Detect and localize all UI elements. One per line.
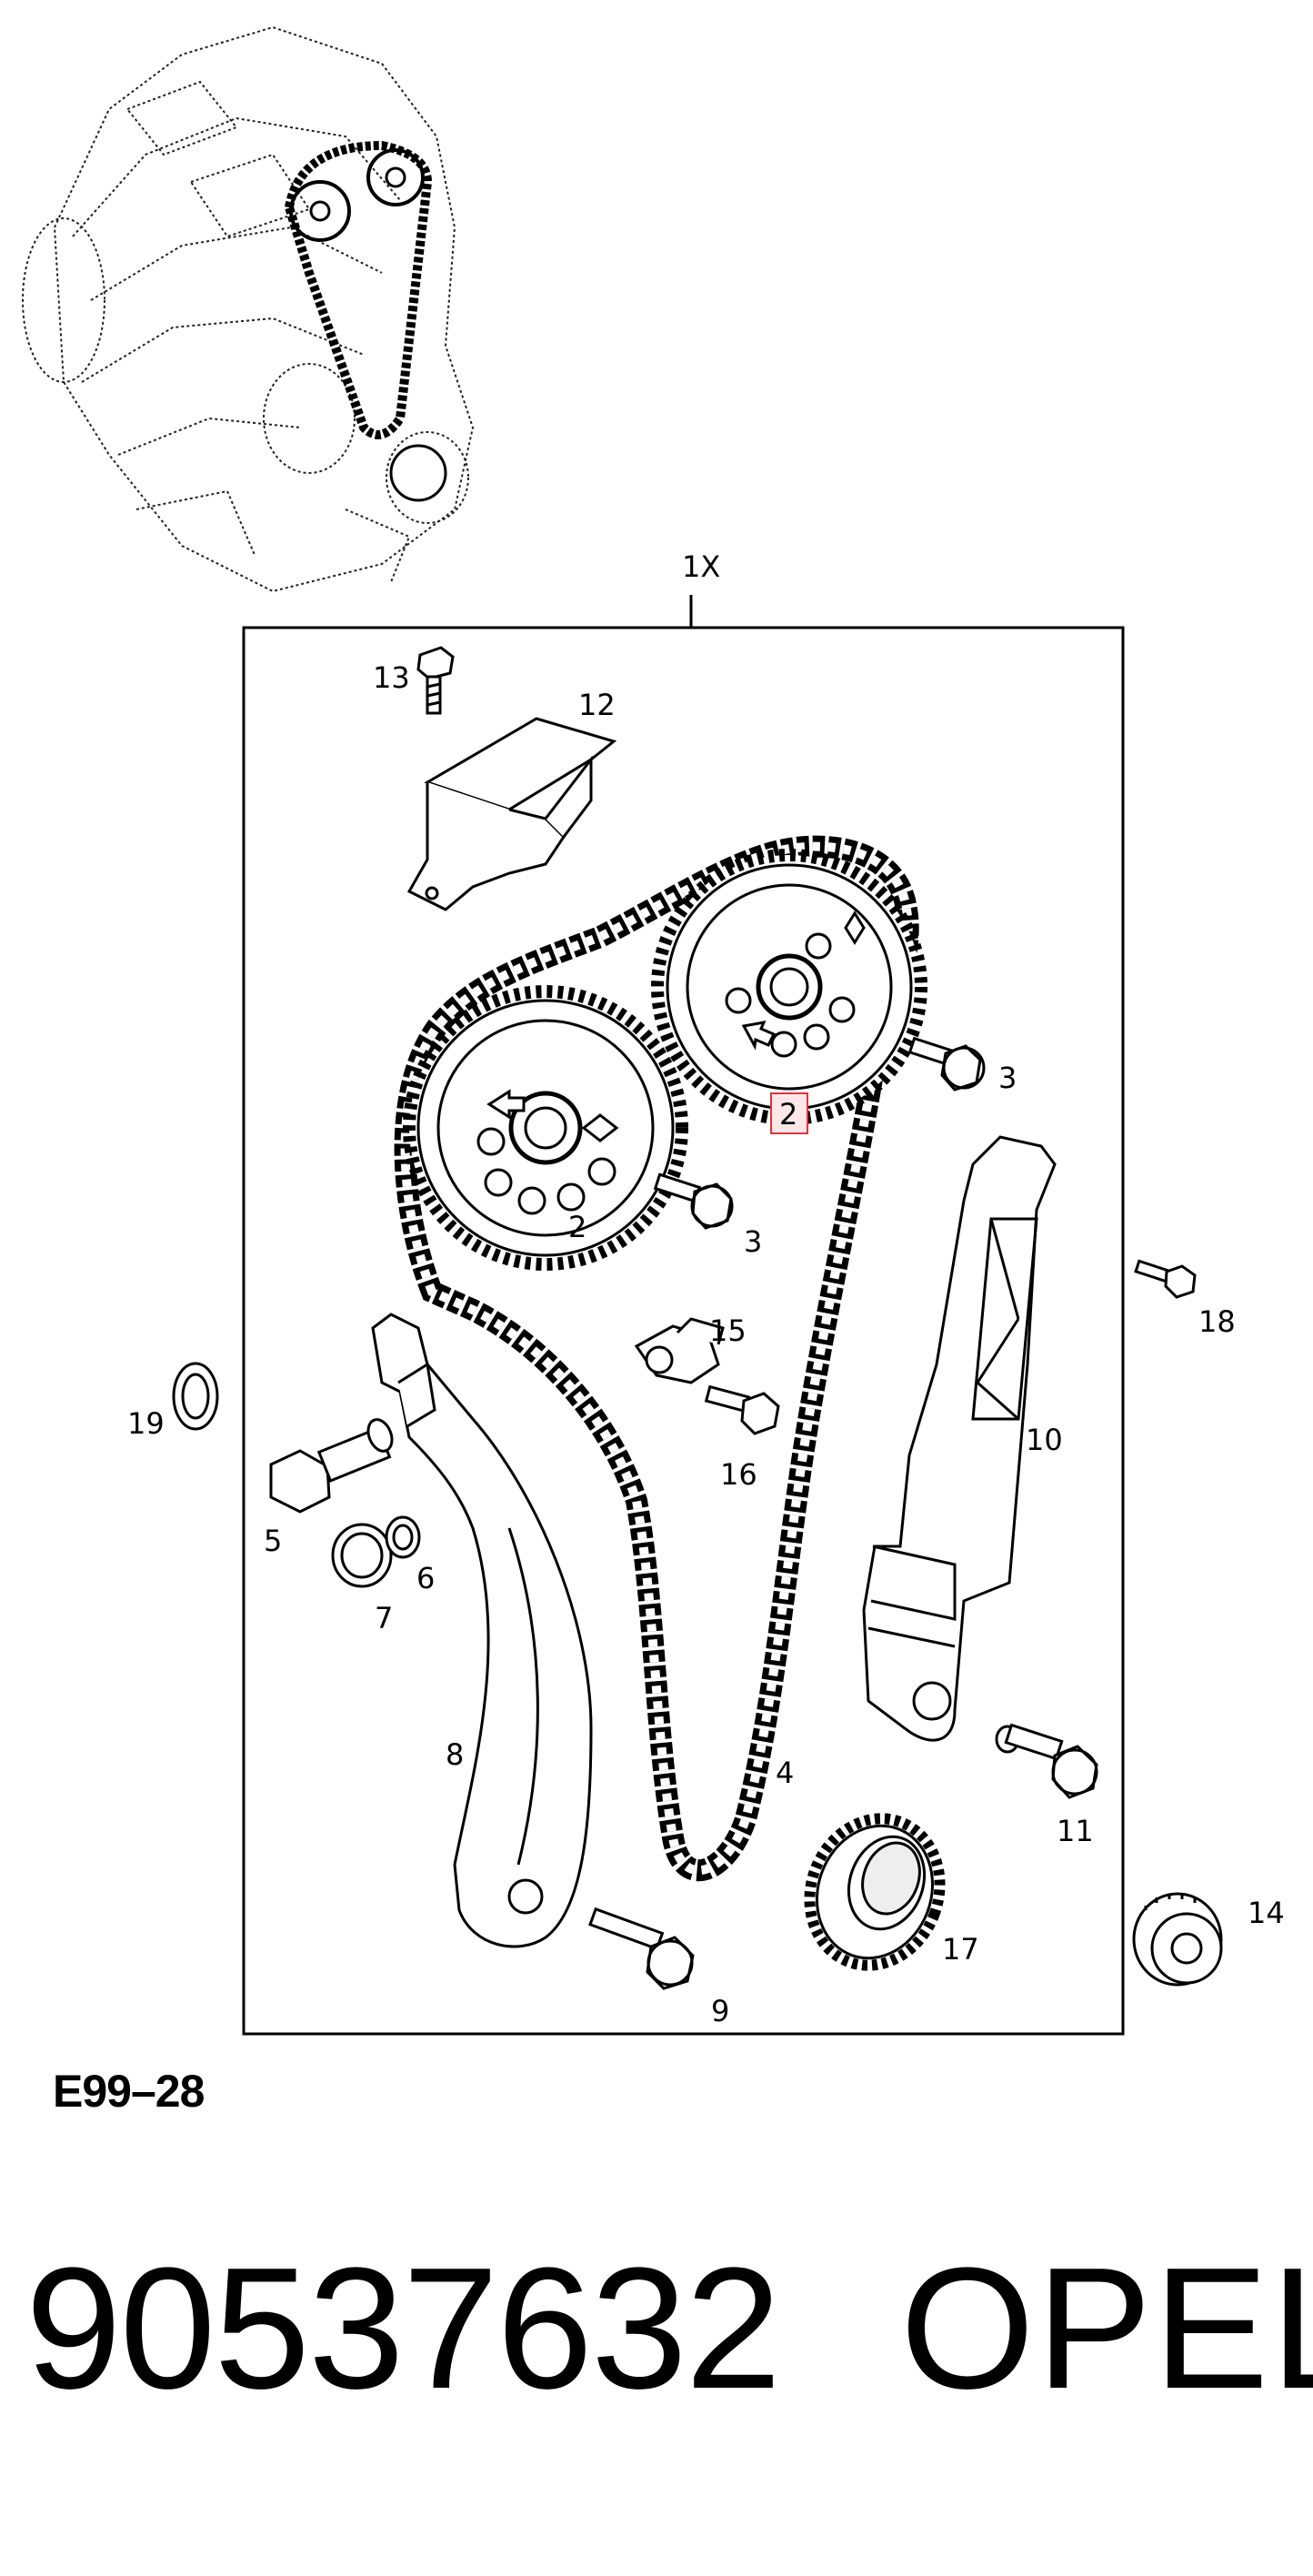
seal-7-icon <box>331 1523 393 1588</box>
callout-19: 19 <box>127 1406 165 1441</box>
callout-kit: 1X <box>682 549 720 584</box>
crank-sprocket-17-icon <box>804 1813 946 1971</box>
sprocket-2-right-icon <box>651 849 927 1125</box>
callout-3-lower: 3 <box>744 1224 762 1259</box>
highlight-callout-box <box>770 1092 808 1134</box>
callout-2-highlighted: 2 <box>779 1097 797 1132</box>
sprocket-2-left-icon <box>403 985 688 1271</box>
callout-7: 7 <box>375 1601 393 1635</box>
engine-overview-illustration <box>22 25 475 593</box>
engine-chain-drive <box>284 140 447 502</box>
callout-15: 15 <box>709 1313 747 1348</box>
callout-2-left: 2 <box>568 1210 586 1244</box>
callout-11: 11 <box>1057 1814 1094 1848</box>
callout-4: 4 <box>776 1756 794 1790</box>
callout-3-upper: 3 <box>998 1061 1017 1095</box>
bolt-11-icon <box>995 1723 1098 1799</box>
callout-18: 18 <box>1198 1304 1236 1339</box>
callout-5: 5 <box>264 1524 282 1558</box>
bolt-3-lower-icon <box>653 1172 734 1230</box>
bolt-3-upper-icon <box>907 1036 986 1092</box>
figure-code: E99–28 <box>53 2066 205 2117</box>
callout-16: 16 <box>720 1457 757 1492</box>
callout-8: 8 <box>446 1737 464 1772</box>
tensioner-rail-8-icon <box>371 1313 593 1948</box>
bolt-18-icon <box>1134 1259 1197 1299</box>
ring-19-icon <box>172 1362 219 1431</box>
part-number: 90537632 <box>25 2232 781 2425</box>
callout-10: 10 <box>1026 1423 1063 1457</box>
guide-rail-10-icon <box>862 1135 1057 1742</box>
timing-chain-icon <box>394 835 919 1882</box>
callout-9: 9 <box>711 1994 729 2028</box>
brand-name: OPEL <box>900 2232 1313 2425</box>
callout-12: 12 <box>578 688 616 722</box>
callout-17: 17 <box>942 1932 979 1967</box>
bolt-9-icon <box>588 1907 695 1990</box>
callout-14: 14 <box>1248 1896 1285 1930</box>
seal-6-icon <box>385 1515 421 1559</box>
callout-13: 13 <box>373 660 410 695</box>
bracket-12-icon <box>406 717 617 911</box>
bolt-13-icon <box>416 646 455 715</box>
guide-15-icon <box>634 1317 725 1384</box>
tensioner-5-icon <box>269 1418 394 1514</box>
kit-frame <box>242 595 1125 2036</box>
callout-6: 6 <box>416 1561 435 1595</box>
plug-14-icon <box>1132 1892 1223 1987</box>
bolt-16-icon <box>704 1384 780 1435</box>
